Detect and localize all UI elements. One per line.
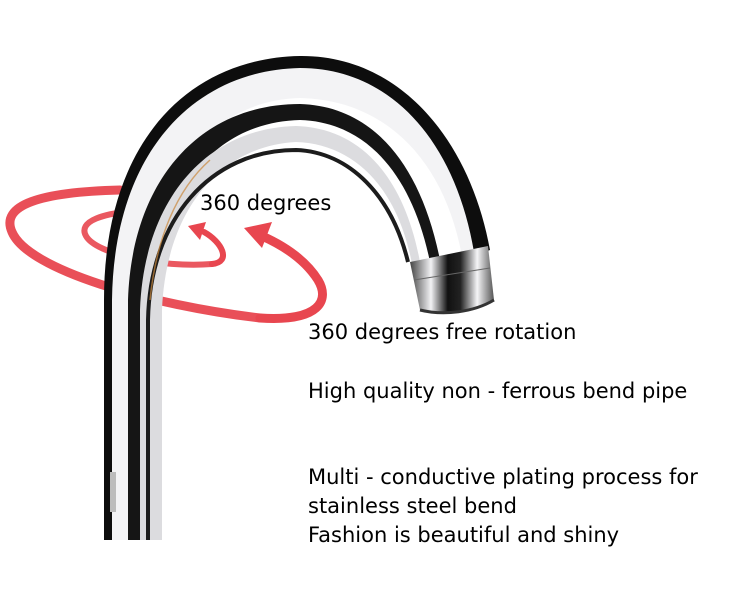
riser-detail (110, 472, 116, 512)
chrome-pipe (104, 55, 490, 540)
rotation-arrows (201, 229, 327, 323)
large-arrow-head (244, 222, 272, 248)
feature-appearance: Fashion is beautiful and shiny (308, 523, 620, 547)
feature-rotation: 360 degrees free rotation (308, 320, 577, 344)
rotation-label: 360 degrees (200, 191, 332, 215)
feature-material: High quality non - ferrous bend pipe (308, 379, 688, 403)
feature-plating-line2: stainless steel bend (308, 494, 517, 518)
small-arrow-head (188, 222, 206, 240)
nozzle-tip (410, 246, 495, 315)
feature-plating-line1: Multi - conductive plating process for (308, 465, 698, 489)
